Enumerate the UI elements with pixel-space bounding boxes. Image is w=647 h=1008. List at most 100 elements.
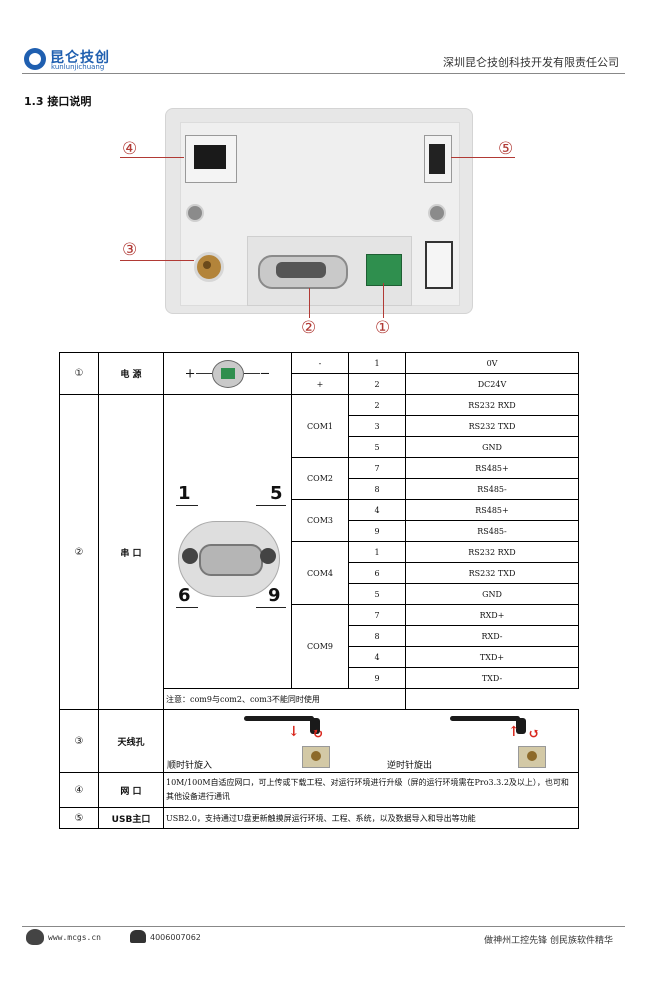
table-cell: 2 — [348, 373, 406, 395]
com-group: COM1 — [291, 394, 349, 458]
com-group: COM3 — [291, 499, 349, 542]
ethernet-port-icon — [185, 135, 237, 183]
marker-4: ④ — [122, 139, 138, 159]
table-cell: 1 — [348, 352, 406, 374]
table-row: COM9 7 RXD+ — [60, 604, 579, 689]
marker-3: ③ — [122, 240, 138, 260]
arrow-down-icon: ↓ — [288, 724, 300, 740]
com-group: COM4 — [291, 541, 349, 605]
rotate-cw-icon: ↻ — [312, 726, 324, 742]
marker-2: ② — [301, 318, 317, 338]
table-cell: 8 — [348, 625, 406, 647]
pin-label: 9 — [268, 585, 281, 606]
power-plug-icon — [211, 359, 244, 388]
footer-divider — [22, 926, 625, 927]
row-id: ② — [59, 394, 99, 710]
com-group: COM9 — [291, 604, 349, 689]
table-cell: RS485+ — [405, 499, 579, 521]
row-id: ⑤ — [59, 807, 99, 829]
antenna-rod-icon — [450, 716, 520, 721]
table-cell: RXD- — [405, 625, 579, 647]
table-cell: 8 — [348, 478, 406, 500]
table-cell: RS485+ — [405, 457, 579, 479]
table-cell: 5 — [348, 436, 406, 458]
table-row: ⑤ USB主口 USB2.0，支持通过U盘更新触摸屏运行环境、工程、系统，以及数… — [59, 807, 579, 829]
antenna-connector-icon — [194, 252, 224, 282]
table-cell: 3 — [348, 415, 406, 437]
table-cell: RS232 TXD — [405, 562, 579, 584]
table-cell: 0V — [405, 352, 579, 374]
screw-icon — [428, 204, 446, 222]
db9-pinout-image: 1 5 6 9 — [163, 394, 292, 689]
leader-line — [451, 157, 515, 158]
antenna-ccw-label: 逆时针旋出 — [387, 761, 433, 771]
pin-label: 5 — [270, 483, 283, 504]
table-row: ② 串 口 1 5 6 9 COM1 2 RS232 RXD — [59, 394, 579, 710]
row-label: 电 源 — [98, 352, 164, 395]
table-cell: RS232 RXD — [405, 541, 579, 563]
table-cell: 7 — [348, 457, 406, 479]
marker-5: ⑤ — [498, 139, 514, 159]
table-cell: TXD+ — [405, 646, 579, 668]
screw-icon — [186, 204, 204, 222]
power-terminal-icon — [366, 254, 402, 286]
table-row: + 2 DC24V — [60, 373, 579, 395]
rotate-ccw-icon: ↺ — [528, 726, 540, 742]
table-row: 6 RS232 TXD — [60, 562, 579, 584]
table-row: ④ 网 口 10M/100M自适应网口，可上传或下载工程、对运行环境进行升级（屏… — [59, 772, 579, 808]
table-row: 8 RXD- — [60, 625, 579, 647]
power-plug-image: +− — [163, 352, 292, 395]
table-cell: 1 — [348, 541, 406, 563]
section-title: 1.3 接口说明 — [24, 95, 92, 108]
leader-line — [383, 283, 384, 318]
row-id: ③ — [59, 709, 99, 773]
table-cell: GND — [405, 436, 579, 458]
antenna-base-icon — [518, 746, 546, 768]
company-logo-icon — [24, 48, 46, 70]
table-cell: 7 — [348, 604, 406, 626]
table-cell: RS232 TXD — [405, 415, 579, 437]
footer-phone: 4006007062 — [150, 933, 201, 942]
table-cell: RS232 RXD — [405, 394, 579, 416]
serial-note: 注意：com9与com2、com3不能同时使用 — [163, 688, 406, 710]
table-row: ③ 天线孔 ↓ ↻ 顺时针旋入 ↑ ↺ 逆时针旋出 — [59, 709, 579, 773]
db9-connector-icon — [178, 521, 280, 597]
table-cell: 9 — [348, 520, 406, 542]
table-cell: RS485- — [405, 478, 579, 500]
company-name: 深圳昆仑技创科技开发有限责任公司 — [443, 56, 619, 69]
table-cell: 4 — [348, 499, 406, 521]
table-cell: RS485- — [405, 520, 579, 542]
interface-table: ① 电 源 +− - 1 0V + 2 DC24V ② 串 口 1 5 — [59, 352, 579, 829]
table-cell: DC24V — [405, 373, 579, 395]
row-id: ④ — [59, 772, 99, 808]
usb-port-icon — [424, 135, 452, 183]
antenna-cw-label: 顺时针旋入 — [167, 761, 213, 771]
footer-website[interactable]: www.mcgs.cn — [48, 933, 101, 942]
row-label: 网 口 — [98, 772, 164, 808]
pin-label: 1 — [178, 483, 191, 504]
table-cell: RXD+ — [405, 604, 579, 626]
leader-line — [309, 288, 310, 318]
table-cell: 5 — [348, 583, 406, 605]
table-cell: - — [291, 352, 349, 374]
table-row: 5 GND — [60, 436, 579, 458]
footer-slogan: 做神州工控先锋 创民族软件精华 — [484, 936, 613, 946]
table-cell: TXD- — [405, 667, 579, 689]
row-label: USB主口 — [98, 807, 164, 829]
table-row: 9 TXD- — [60, 667, 579, 689]
web-icon — [26, 929, 44, 945]
arrow-up-icon: ↑ — [508, 724, 520, 740]
antenna-rod-icon — [244, 716, 314, 721]
antenna-install-image: ↓ ↻ 顺时针旋入 ↑ ↺ 逆时针旋出 — [163, 709, 579, 773]
table-cell: 2 — [348, 394, 406, 416]
phone-icon — [130, 930, 146, 943]
table-cell: GND — [405, 583, 579, 605]
serial-port-icon — [258, 255, 348, 289]
marker-1: ① — [375, 318, 391, 338]
header-divider — [22, 73, 625, 74]
table-cell: 4 — [348, 646, 406, 668]
network-desc: 10M/100M自适应网口，可上传或下载工程、对运行环境进行升级（屏的运行环境需… — [163, 772, 579, 808]
antenna-base-icon — [302, 746, 330, 768]
row-label: 串 口 — [98, 394, 164, 710]
leader-line — [120, 157, 184, 158]
